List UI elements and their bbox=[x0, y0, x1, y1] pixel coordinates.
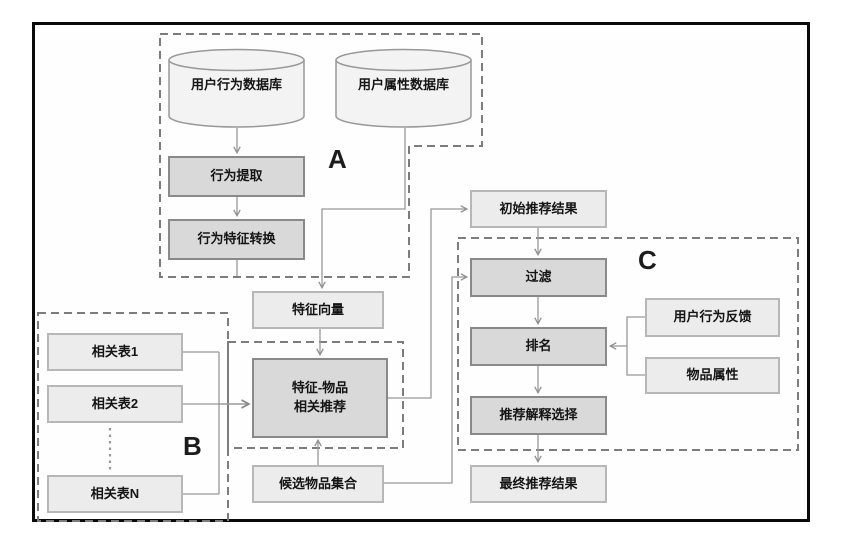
edge-candidate-to-filter bbox=[384, 273, 469, 484]
user-attribute-database: 用户属性数据库 bbox=[335, 48, 472, 128]
node-ranking: 排名 bbox=[470, 327, 607, 366]
node-behavior-extraction: 行为提取 bbox=[168, 156, 305, 197]
user-attribute-database-label: 用户属性数据库 bbox=[357, 77, 449, 92]
feature-item-line1: 特征-物品 bbox=[291, 380, 349, 396]
region-c-outline bbox=[457, 237, 799, 451]
user-behavior-database-label: 用户行为数据库 bbox=[190, 77, 282, 92]
node-item-attributes: 物品属性 bbox=[645, 357, 780, 394]
node-related-table-2: 相关表2 bbox=[47, 385, 183, 423]
node-related-table-1: 相关表1 bbox=[47, 333, 183, 371]
node-user-behavior-feedback: 用户行为反馈 bbox=[645, 298, 780, 337]
section-label-c: C bbox=[638, 245, 657, 275]
user-behavior-database: 用户行为数据库 bbox=[168, 48, 305, 128]
feature-item-line2: 相关推荐 bbox=[293, 399, 346, 414]
node-feature-vector: 特征向量 bbox=[252, 291, 384, 329]
section-label-b: B bbox=[183, 431, 202, 461]
edge-feedback-to-join bbox=[626, 316, 645, 376]
edge-attributedb-to-featurevector bbox=[318, 128, 406, 290]
node-filter: 过滤 bbox=[470, 258, 607, 297]
section-label-a: A bbox=[328, 144, 347, 174]
cylinder-shape bbox=[168, 48, 305, 128]
edge-featureitem-to-initial bbox=[388, 205, 469, 399]
node-explanation-selection: 推荐解释选择 bbox=[470, 396, 607, 435]
region-a-outline bbox=[159, 33, 483, 278]
region-feature-item-outline bbox=[227, 341, 404, 449]
node-candidate-item-set: 候选物品集合 bbox=[252, 465, 384, 503]
node-initial-recommendation-result: 初始推荐结果 bbox=[470, 190, 607, 228]
cylinder-shape bbox=[335, 48, 472, 128]
node-behavior-feature-conversion: 行为特征转换 bbox=[168, 219, 305, 260]
node-final-recommendation-result: 最终推荐结果 bbox=[470, 465, 607, 503]
node-feature-item-recommendation: 特征-物品 相关推荐 bbox=[252, 358, 388, 438]
node-related-table-n: 相关表N bbox=[47, 475, 183, 513]
